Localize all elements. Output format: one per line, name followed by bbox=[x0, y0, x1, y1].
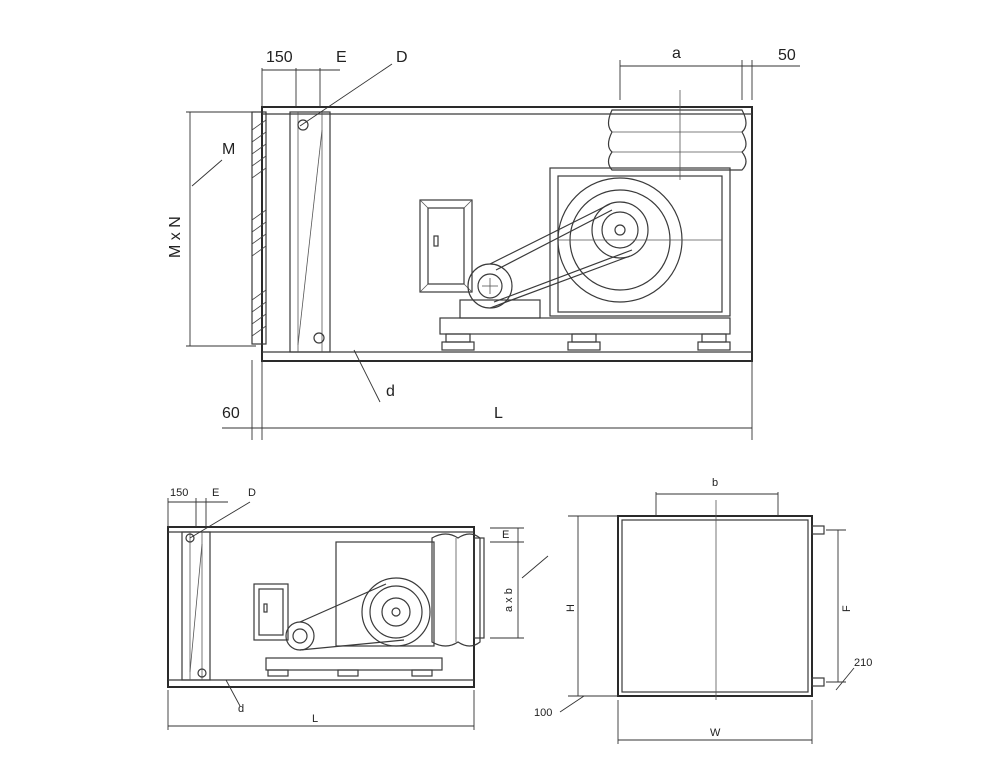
top-drain-circle bbox=[297, 119, 309, 131]
top-casing bbox=[261, 106, 753, 362]
bottom-left-view: 150 E D E a x b d L bbox=[167, 487, 549, 730]
bl-dim-E-side: E bbox=[502, 529, 509, 541]
top-damper bbox=[251, 111, 267, 345]
top-dim-50: 50 bbox=[778, 47, 796, 64]
top-dim-150: 150 bbox=[266, 49, 293, 66]
bl-dim-150: 150 bbox=[170, 487, 188, 499]
br-dim-b: b bbox=[712, 477, 718, 489]
top-coil bbox=[289, 111, 331, 353]
bl-dim-axb: a x b bbox=[503, 588, 515, 612]
br-dim-F: F bbox=[841, 605, 853, 612]
top-dim-D: D bbox=[396, 49, 408, 66]
br-dim-H: H bbox=[565, 604, 577, 612]
bottom-right-view: b H F 210 100 W bbox=[534, 477, 872, 744]
br-dim-210: 210 bbox=[854, 657, 872, 669]
bl-dim-L: L bbox=[312, 713, 318, 725]
top-dim-M: M bbox=[222, 141, 235, 158]
top-dim-a: a bbox=[672, 45, 681, 62]
bl-dim-d: d bbox=[238, 703, 244, 715]
top-dim-d: d bbox=[386, 383, 395, 400]
br-dim-W: W bbox=[710, 727, 721, 739]
br-dim-100: 100 bbox=[534, 707, 552, 719]
top-dim-L: L bbox=[494, 405, 503, 422]
bl-dim-E: E bbox=[212, 487, 219, 499]
top-view: 150 E D a 50 M M x N d 60 L bbox=[167, 45, 800, 440]
bl-dim-D: D bbox=[248, 487, 256, 499]
top-dim-MxN: M x N bbox=[167, 216, 184, 258]
top-dim-E: E bbox=[336, 49, 347, 66]
top-dim-60: 60 bbox=[222, 405, 240, 422]
